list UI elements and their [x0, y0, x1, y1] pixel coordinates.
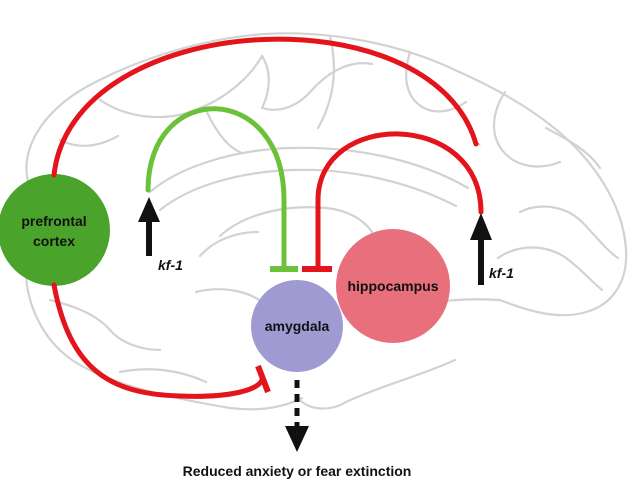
brain-outline: [24, 32, 628, 411]
prefrontal-cortex-node: [0, 174, 110, 286]
hippocampal-inhibitory-pathway-red: [315, 131, 484, 271]
hippocampus-label: hippocampus: [347, 278, 438, 294]
outcome-label: Reduced anxiety or fear extinction: [183, 463, 412, 479]
amygdala-label: amygdala: [265, 318, 330, 334]
pfc-label-line2: cortex: [33, 233, 75, 249]
outcome-dashed-down-arrow-icon: [285, 380, 309, 452]
kf1-left-up-arrow-icon: [138, 197, 160, 256]
kf1-right-up-arrow-icon: [470, 213, 492, 285]
red-inhibitory-terminal-bottom: [255, 364, 271, 394]
red-pathway-arrowhead: [469, 132, 481, 146]
hippocampus-node: [336, 229, 450, 343]
pfc-to-amygdala-pathway-red: [51, 282, 265, 399]
pfc-to-hippocampal-pathway-red: [51, 36, 479, 178]
amygdala-node: [251, 280, 343, 372]
kf1-right-label: kf-1: [489, 265, 514, 281]
pfc-label-line1: prefrontal: [21, 213, 86, 229]
kf1-left-label: kf-1: [158, 257, 183, 273]
excitatory-pathway-green: [145, 106, 287, 271]
